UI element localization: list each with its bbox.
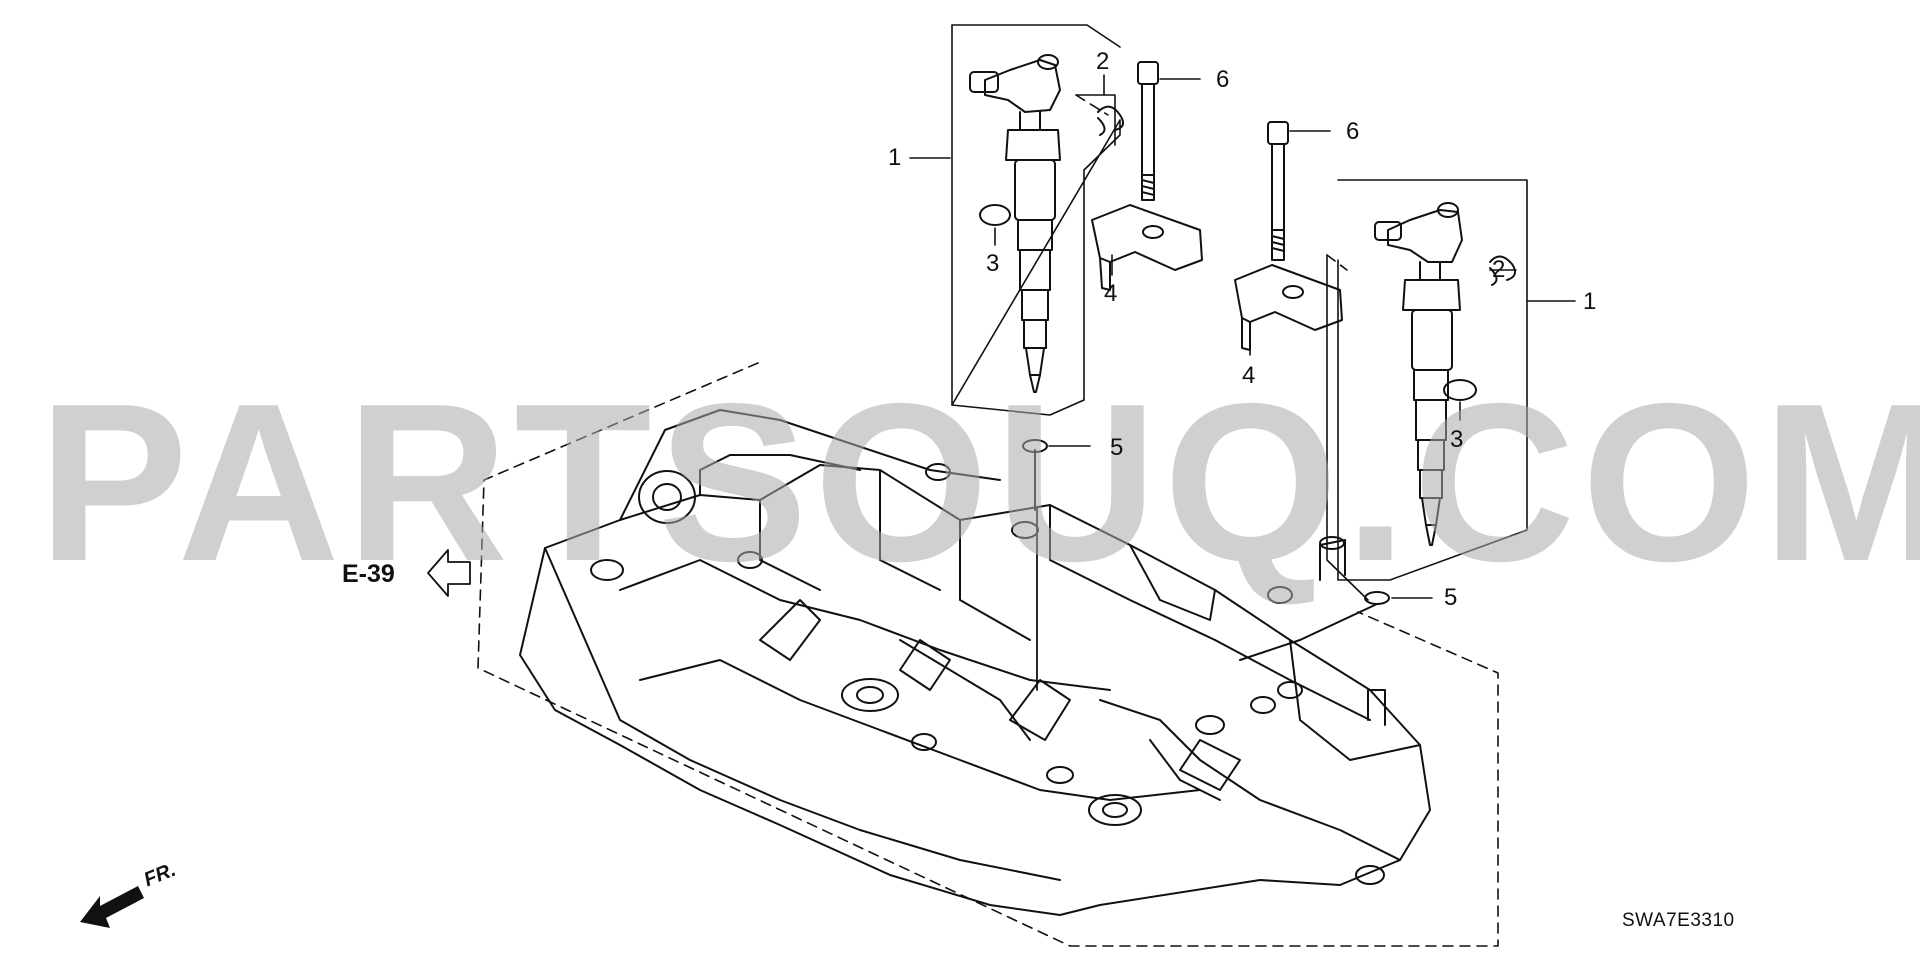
left-o-ring xyxy=(979,204,1011,226)
callout-right-6[interactable]: 6 xyxy=(1346,118,1360,145)
callout-right-5[interactable]: 5 xyxy=(1444,584,1458,611)
callout-left-5[interactable]: 5 xyxy=(1110,434,1124,461)
callout-right-1[interactable]: 1 xyxy=(1583,288,1597,315)
callout-right-4[interactable]: 4 xyxy=(1242,362,1256,389)
callout-right-3[interactable]: 3 xyxy=(1450,426,1464,453)
right-o-ring xyxy=(1443,379,1477,401)
callout-left-1[interactable]: 1 xyxy=(888,144,902,171)
callout-left-4[interactable]: 4 xyxy=(1104,280,1118,307)
left-bolt xyxy=(1137,61,1159,201)
diagram-code: SWA7E3310 xyxy=(1622,910,1735,931)
right-clamp xyxy=(1234,264,1343,351)
right-bolt xyxy=(1267,121,1289,261)
left-injector xyxy=(969,54,1061,393)
right-injector xyxy=(1374,202,1463,546)
callout-right-2[interactable]: 2 xyxy=(1492,256,1506,283)
callout-left-6[interactable]: 6 xyxy=(1216,66,1230,93)
left-clip xyxy=(1097,105,1125,136)
cylinder-head-cover xyxy=(519,409,1431,916)
cover-dashed-outline xyxy=(477,362,1499,947)
ref-arrow-icon xyxy=(427,549,471,597)
right-group-frame xyxy=(1337,179,1528,581)
front-arrow-icon xyxy=(80,886,144,928)
ref-label[interactable]: E-39 xyxy=(342,560,395,588)
callout-left-2[interactable]: 2 xyxy=(1096,48,1110,75)
right-washer xyxy=(1364,591,1390,605)
callout-left-3[interactable]: 3 xyxy=(986,250,1000,277)
left-clamp xyxy=(1091,204,1203,291)
